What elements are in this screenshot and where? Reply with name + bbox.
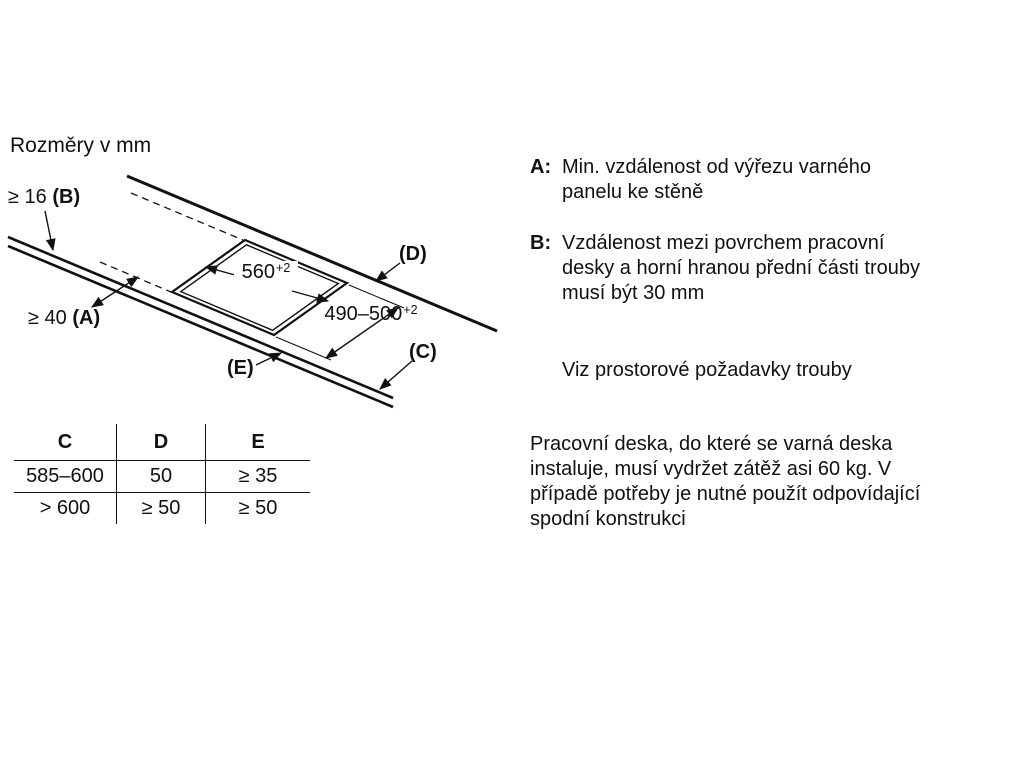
dim-490-arrow: [324, 307, 400, 359]
table-cell: 50: [116, 460, 206, 493]
table-header-d: D: [116, 424, 206, 461]
table-header-e: E: [205, 424, 310, 461]
dim-490-extension-line-1: [348, 284, 405, 309]
note-b: B: Vzdálenost mezi povrchem pracovní des…: [530, 231, 960, 306]
dim-560-arrow-right: [291, 290, 330, 303]
cutout-width-tolerance: +2: [276, 261, 291, 275]
table-row: 585–600 50 ≥ 35: [14, 460, 310, 493]
dimension-a-value: ≥ 40: [28, 307, 73, 329]
load-capacity-note: Pracovní deska, do které se varná deska …: [530, 433, 921, 530]
note-a-text: Min. vzdálenost od výřezu varného panelu…: [562, 156, 872, 203]
table-cell: ≥ 50: [238, 497, 278, 519]
dimension-b-value: ≥ 16: [8, 186, 53, 208]
label-e-arrow: [255, 352, 283, 366]
dimension-b-label: ≥ 16 (B): [8, 186, 80, 208]
notes-column: A: Min. vzdálenost od výřezu varného pan…: [530, 155, 960, 532]
label-e: (E): [227, 357, 254, 379]
label-d-arrow: [375, 262, 401, 282]
see-also-note: Viz prostorové požadavky trouby: [562, 359, 852, 381]
table-cell: ≥ 35: [205, 460, 310, 493]
note-b-key: B:: [530, 232, 552, 254]
cutout-depth-dimension: 490–500+2: [316, 303, 426, 325]
table-header-c: C: [14, 424, 117, 461]
label-d: (D): [399, 243, 427, 265]
dimensions-table: C D E 585–600 50 ≥ 35 > 600 ≥ 50 ≥ 50: [14, 424, 310, 524]
worktop-front-edge-top-line: [7, 235, 394, 400]
label-c: (C): [409, 341, 437, 363]
cutout-width-dimension: 560+2: [234, 261, 298, 283]
table-header-row: C D E: [14, 424, 310, 461]
construction-dashed-line-back: [130, 192, 244, 241]
construction-dashed-line-front: [99, 261, 172, 293]
dim-490-extension-line-2: [275, 336, 332, 361]
worktop-front-edge-bottom-line: [7, 244, 394, 409]
label-c-arrow: [379, 360, 413, 390]
dimension-a-letter: (A): [72, 307, 101, 329]
cutout-outer-outline: [169, 238, 350, 337]
page-title: Rozměry v mm: [10, 134, 152, 157]
table-cell: > 600: [14, 492, 117, 524]
cutout-depth-tolerance: +2: [403, 303, 418, 317]
table-cell: ≥ 50: [116, 492, 206, 524]
worktop-back-edge-line: [126, 174, 498, 333]
dim-a-arrow: [90, 276, 140, 308]
cutout-width-value: 560: [241, 261, 276, 283]
dimension-a-label: ≥ 40 (A): [28, 307, 100, 329]
cutout-inner-outline: [179, 244, 340, 332]
installation-diagram: [7, 174, 498, 409]
cutout-depth-value: 490–500: [324, 303, 403, 325]
table-row: > 600 ≥ 50 ≥ 50: [14, 492, 310, 524]
dimension-b-letter: (B): [52, 186, 81, 208]
note-a-key: A:: [530, 156, 552, 178]
dim-b-arrow: [44, 210, 56, 252]
table-cell: 585–600: [14, 460, 117, 493]
note-b-text: Vzdálenost mezi povrchem pracovní desky …: [562, 232, 920, 304]
note-a: A: Min. vzdálenost od výřezu varného pan…: [530, 155, 960, 205]
